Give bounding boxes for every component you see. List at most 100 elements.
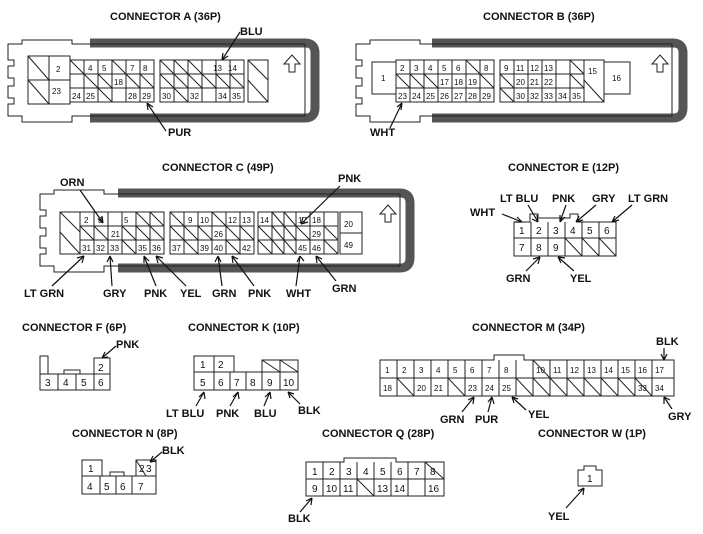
connector-q-pin: 3	[346, 467, 352, 478]
connector-q-pin: 1	[312, 467, 318, 478]
connector-n-pin: 2	[139, 464, 145, 475]
connector-m-pin: 20	[417, 384, 426, 393]
connector-q-pin: 8	[430, 467, 436, 478]
connector-c-pin: 37	[172, 244, 181, 253]
connector-c-pin: 18	[312, 216, 321, 225]
connector-q-pin: 9	[312, 484, 318, 495]
wire-label: BLK	[162, 445, 185, 457]
connector-k-pin: 1	[200, 360, 206, 371]
connector-c-pin: 39	[200, 244, 209, 253]
connector-e-pin: 2	[536, 226, 542, 237]
connector-n: CONNECTOR N (8P) 1 2 3 4 5 6 7 BLK	[72, 428, 185, 495]
wire-label: BLU	[240, 26, 263, 38]
connector-b-title: CONNECTOR B (36P)	[483, 11, 595, 23]
connector-m-pin: 2	[402, 366, 407, 375]
connector-f-pin: 3	[45, 378, 51, 389]
connector-w: CONNECTOR W (1P) 1 YEL	[538, 428, 646, 523]
connector-b-pin: 5	[442, 64, 447, 73]
connector-q-pin: 7	[414, 467, 420, 478]
wire-label: YEL	[528, 409, 550, 421]
connector-c-housing	[39, 189, 401, 273]
connector-b-pin: 20	[516, 78, 525, 87]
connector-n-pin: 7	[138, 482, 144, 493]
connector-f-pin: 2	[98, 363, 104, 374]
connector-m-pin: 16	[638, 366, 647, 375]
connector-q-pin: 16	[428, 484, 440, 495]
connector-c-pin: 10	[200, 216, 209, 225]
connector-a-pin: 34	[218, 92, 227, 101]
connector-c-pin: 40	[214, 244, 223, 253]
connector-b-pin: 16	[612, 74, 621, 83]
connector-m-pin: 34	[655, 384, 664, 393]
up-arrow-icon	[650, 54, 670, 73]
wire-label: BLK	[288, 513, 311, 525]
connector-c-pin: 36	[152, 244, 161, 253]
connector-m-title: CONNECTOR M (34P)	[472, 322, 585, 334]
connector-e-pin: 4	[570, 226, 576, 237]
connector-b-pin: 32	[530, 92, 539, 101]
connector-a-pin: 7	[130, 64, 135, 73]
connector-f-title: CONNECTOR F (6P)	[22, 322, 127, 334]
connector-c-pin: 42	[242, 244, 251, 253]
connector-c-pin: 13	[242, 216, 251, 225]
connector-b-pin: 18	[454, 78, 463, 87]
connector-b-pin: 3	[414, 64, 419, 73]
connector-c-pin: 20	[344, 220, 353, 229]
wire-label: WHT	[370, 127, 395, 139]
wire-label: PNK	[144, 288, 167, 300]
connector-q: CONNECTOR Q (28P) 1 2 3 4 5 6 7 8 9 10 1…	[288, 428, 445, 525]
connector-e-pin: 9	[553, 243, 559, 254]
wire-label: YEL	[180, 288, 202, 300]
connector-m-pin: 17	[655, 366, 664, 375]
wire-label: PUR	[168, 127, 191, 139]
connector-e-pin: 5	[587, 226, 593, 237]
connector-c-title: CONNECTOR C (49P)	[162, 162, 274, 174]
connector-m-pin: 23	[468, 384, 477, 393]
connector-m-pin: 8	[504, 366, 509, 375]
connector-m-pin: 18	[383, 384, 392, 393]
connector-m-pin: 6	[470, 366, 475, 375]
connector-c-pin: 26	[214, 230, 223, 239]
connector-e-pin: 1	[519, 226, 525, 237]
connector-q-housing	[305, 457, 445, 497]
wire-label: GRN	[332, 283, 357, 295]
connector-m-housing	[379, 354, 675, 397]
wire-label: PNK	[338, 173, 361, 185]
connector-c-pin: 49	[344, 241, 353, 250]
connector-c-lock-rail	[118, 188, 415, 273]
wire-label: PUR	[475, 414, 498, 426]
wire-label: GRY	[592, 193, 616, 205]
connector-q-pin: 11	[343, 484, 354, 495]
connector-c-pin: 29	[312, 230, 321, 239]
connector-c-pin: 5	[124, 216, 129, 225]
connector-a-housing	[7, 39, 306, 123]
connector-b-pin: 15	[588, 67, 597, 76]
connector-a-pin: 32	[190, 92, 199, 101]
connector-b-pin: 22	[544, 78, 553, 87]
up-arrow-icon	[378, 204, 398, 223]
connector-m-pin: 5	[453, 366, 458, 375]
connector-k-pin: 2	[218, 360, 224, 371]
connector-q-pin: 5	[380, 467, 386, 478]
connector-a-pin: 18	[114, 78, 123, 87]
connector-b-pin: 35	[572, 92, 581, 101]
connector-f-pin: 6	[98, 378, 104, 389]
connector-q-title: CONNECTOR Q (28P)	[322, 428, 435, 440]
connector-e-pin: 7	[519, 243, 525, 254]
connector-a-pin: 30	[162, 92, 171, 101]
connector-e-pin: 3	[553, 226, 559, 237]
connector-m-pin: 1	[385, 366, 390, 375]
connector-q-pin: 2	[329, 467, 335, 478]
connector-b-pin: 13	[544, 64, 553, 73]
connector-m-pin: 7	[487, 366, 492, 375]
connector-m-pin: 10	[536, 366, 545, 375]
connector-e-pin: 6	[604, 226, 610, 237]
wire-label: LT BLU	[166, 408, 204, 420]
connector-e-title: CONNECTOR E (12P)	[508, 162, 619, 174]
connector-b-pin: 9	[504, 64, 509, 73]
connector-a-pin: 28	[128, 92, 137, 101]
connector-m-pin: 24	[485, 384, 494, 393]
connector-c-pin: 9	[188, 216, 193, 225]
connector-b-pin: 23	[398, 92, 407, 101]
